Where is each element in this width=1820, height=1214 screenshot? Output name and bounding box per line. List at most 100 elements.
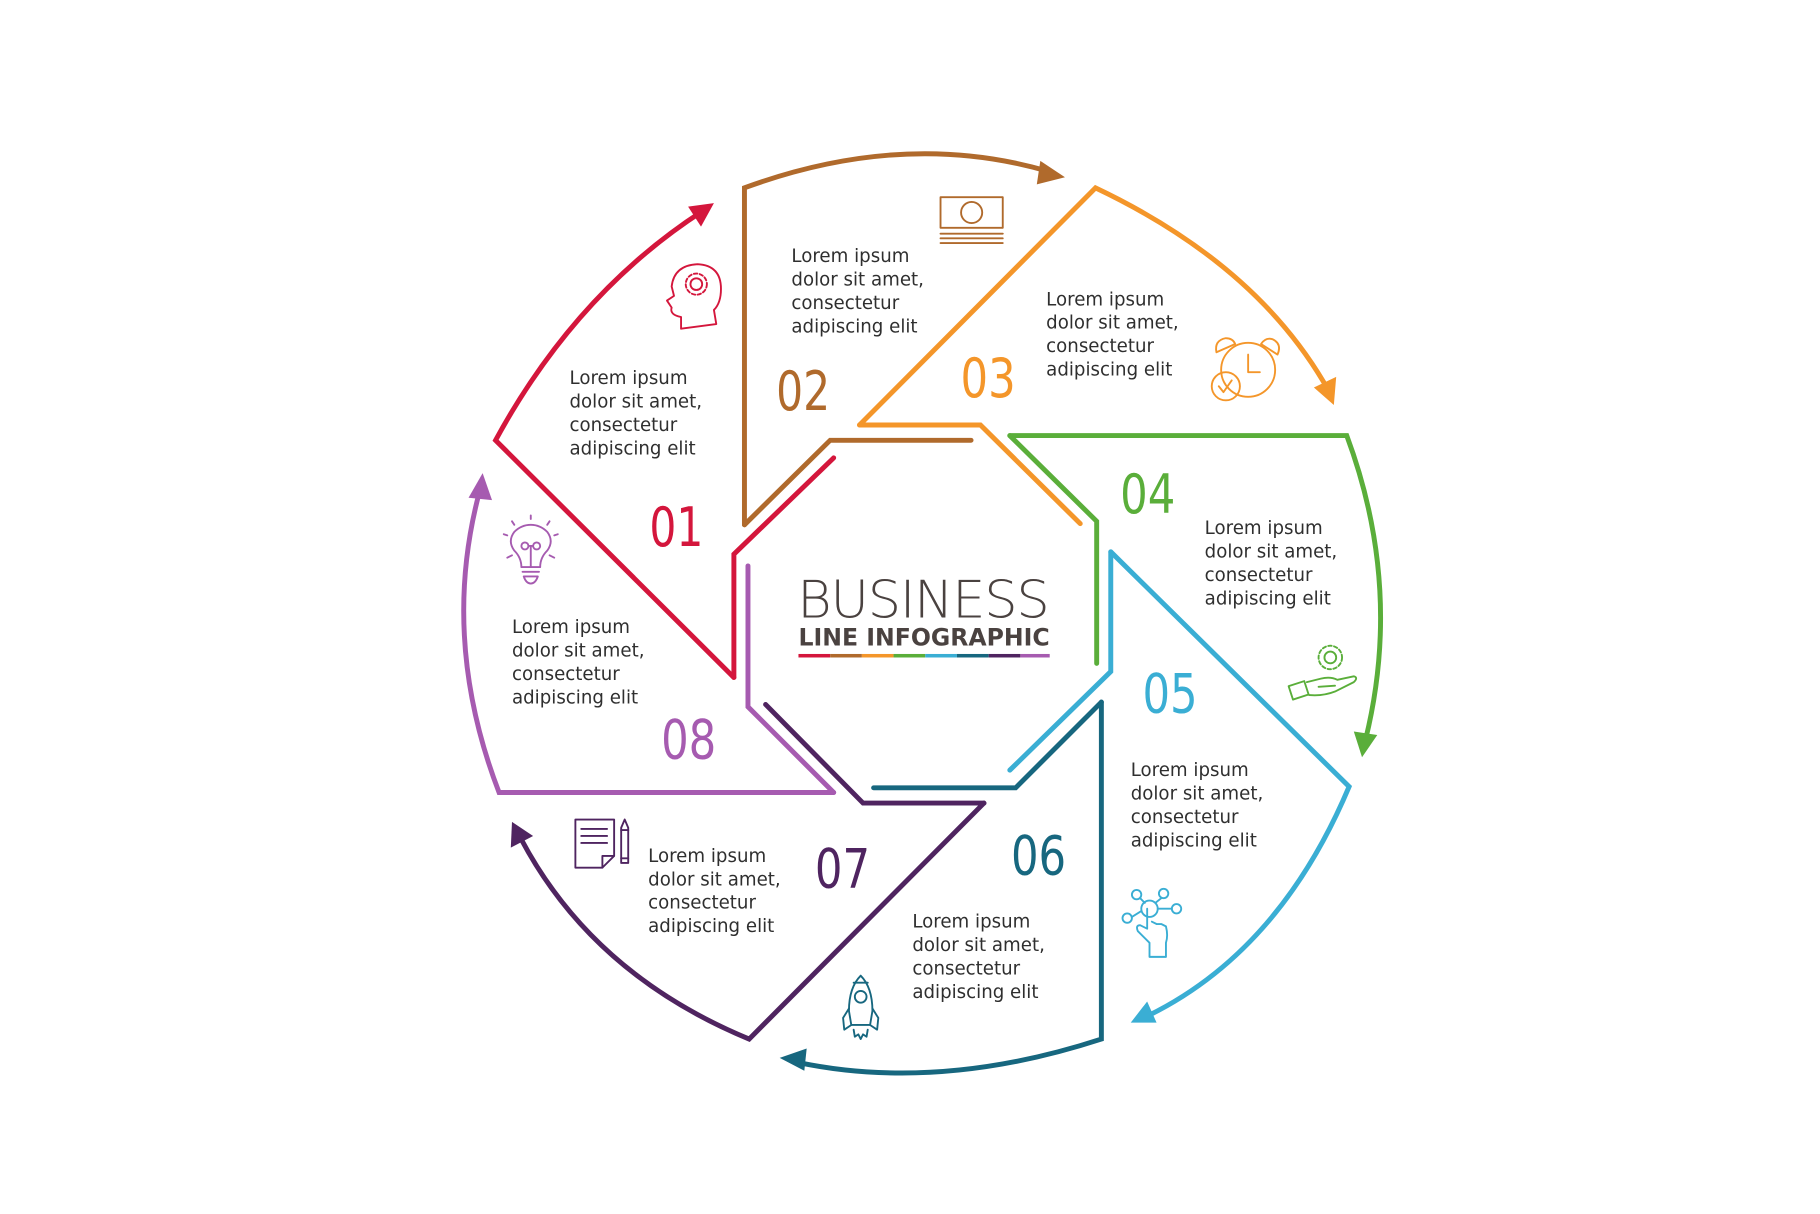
rocket-icon	[842, 974, 880, 1041]
step-05-text: Lorem ipsum dolor sit amet, consectetur …	[1131, 760, 1264, 851]
segment-04-inner-edge	[1007, 433, 1100, 666]
document-pencil-icon	[574, 818, 630, 869]
bar-06	[956, 653, 989, 658]
step-number-07: 07	[815, 838, 870, 901]
head-gear-icon	[666, 263, 722, 330]
center-title: BUSINESS LINE INFOGRAPHIC	[797, 571, 1050, 658]
svg-text:dolor sit amet,: dolor sit amet,	[648, 869, 781, 890]
svg-text:dolor sit amet,: dolor sit amet,	[1046, 313, 1179, 334]
step-04-text: Lorem ipsum dolor sit amet, consectetur …	[1205, 518, 1338, 609]
svg-text:adipiscing elit: adipiscing elit	[570, 438, 696, 459]
segment-02-outline	[741, 151, 1052, 528]
segment-05	[1007, 549, 1353, 1023]
svg-text:consectetur: consectetur	[512, 664, 620, 685]
segment-08-inner-edge	[745, 563, 837, 795]
step-number-08: 08	[661, 708, 716, 771]
arrow-head-08	[468, 473, 493, 501]
step-06-text: Lorem ipsum dolor sit amet, consectetur …	[912, 912, 1045, 1003]
title-sub: LINE INFOGRAPHIC	[798, 624, 1049, 652]
segment-01-inner-edge	[731, 455, 837, 680]
svg-text:dolor sit amet,: dolor sit amet,	[1205, 542, 1338, 563]
step-number-06: 06	[1011, 825, 1066, 888]
bar-02	[830, 653, 862, 658]
arrow-head-06	[779, 1048, 807, 1071]
segment-04	[1007, 433, 1384, 758]
svg-text:consectetur: consectetur	[1046, 336, 1154, 357]
svg-text:dolor sit amet,: dolor sit amet,	[1131, 784, 1264, 805]
step-02-text: Lorem ipsum dolor sit amet, consectetur …	[791, 246, 924, 337]
money-stack-icon: $	[939, 196, 1004, 244]
segment-04-outline	[1007, 433, 1384, 743]
svg-text:consectetur: consectetur	[648, 893, 756, 914]
segment-07	[510, 701, 987, 1042]
step-01-text: Lorem ipsum dolor sit amet, consectetur …	[570, 368, 703, 459]
svg-text:adipiscing elit: adipiscing elit	[791, 316, 917, 337]
segment-08-outline	[461, 490, 837, 795]
bar-03	[861, 653, 894, 658]
svg-text:consectetur: consectetur	[570, 415, 678, 436]
bar-05	[925, 653, 957, 658]
svg-text:consectetur: consectetur	[791, 293, 899, 314]
title-color-bar	[798, 653, 1050, 658]
segment-03-inner-edge	[857, 422, 1083, 527]
segment-01	[492, 203, 837, 680]
step-07-text: Lorem ipsum dolor sit amet, consectetur …	[648, 846, 781, 937]
segment-05-outline	[1108, 549, 1353, 1019]
lightbulb-icon	[502, 514, 559, 585]
svg-text:consectetur: consectetur	[1205, 565, 1313, 586]
segment-06-outline	[795, 699, 1104, 1076]
svg-text:adipiscing elit: adipiscing elit	[512, 687, 638, 708]
svg-text:adipiscing elit: adipiscing elit	[912, 982, 1038, 1003]
svg-text:Lorem ipsum: Lorem ipsum	[1205, 518, 1323, 539]
step-number-04: 04	[1120, 463, 1175, 526]
segment-06	[779, 699, 1104, 1076]
bar-01	[798, 653, 831, 658]
svg-text:Lorem ipsum: Lorem ipsum	[512, 617, 630, 638]
bar-04	[893, 653, 926, 658]
bar-07	[988, 653, 1021, 658]
svg-text:adipiscing elit: adipiscing elit	[648, 916, 774, 937]
svg-text:dolor sit amet,: dolor sit amet,	[912, 935, 1045, 956]
svg-text:$: $	[966, 204, 976, 222]
segment-03-outline	[857, 184, 1330, 428]
svg-text:Lorem ipsum: Lorem ipsum	[648, 846, 766, 867]
alarm-clock-check-icon	[1210, 337, 1280, 402]
segment-08	[461, 473, 837, 795]
touch-network-icon	[1121, 887, 1183, 958]
step-03-text: Lorem ipsum dolor sit amet, consectetur …	[1046, 289, 1179, 380]
svg-text:Lorem ipsum: Lorem ipsum	[570, 368, 688, 389]
step-number-02: 02	[776, 360, 830, 423]
arrow-head-04	[1353, 731, 1378, 758]
bar-08	[1020, 653, 1050, 658]
step-number-01: 01	[649, 496, 703, 559]
title-main: BUSINESS	[797, 571, 1048, 631]
svg-text:dolor sit amet,: dolor sit amet,	[512, 640, 645, 661]
step-number-05: 05	[1142, 663, 1197, 726]
svg-text:dolor sit amet,: dolor sit amet,	[791, 269, 924, 290]
segment-01-outline	[492, 208, 737, 680]
svg-text:consectetur: consectetur	[912, 958, 1020, 979]
svg-text:Lorem ipsum: Lorem ipsum	[1046, 289, 1164, 310]
arrow-head-05	[1130, 1001, 1157, 1023]
arrow-head-01	[688, 203, 714, 227]
segment-03	[857, 184, 1337, 527]
svg-text:Lorem ipsum: Lorem ipsum	[791, 246, 909, 267]
segment-07-outline	[518, 800, 987, 1042]
arrow-head-02	[1036, 160, 1065, 185]
segment-02-inner-edge	[741, 437, 974, 528]
svg-text:Lorem ipsum: Lorem ipsum	[1131, 760, 1249, 781]
svg-text:adipiscing elit: adipiscing elit	[1046, 360, 1172, 381]
svg-text:adipiscing elit: adipiscing elit	[1131, 831, 1257, 852]
svg-text:Lorem ipsum: Lorem ipsum	[912, 912, 1030, 933]
hand-gear-icon	[1287, 644, 1358, 701]
step-08-text: Lorem ipsum dolor sit amet, consectetur …	[512, 617, 645, 708]
svg-text:dolor sit amet,: dolor sit amet,	[570, 391, 703, 412]
segment-06-inner-edge	[871, 699, 1104, 791]
arrow-head-03	[1313, 376, 1337, 406]
segment-02	[741, 151, 1065, 528]
svg-text:adipiscing elit: adipiscing elit	[1205, 589, 1331, 610]
segment-07-inner-edge	[763, 701, 987, 806]
arrow-head-07	[510, 821, 534, 848]
